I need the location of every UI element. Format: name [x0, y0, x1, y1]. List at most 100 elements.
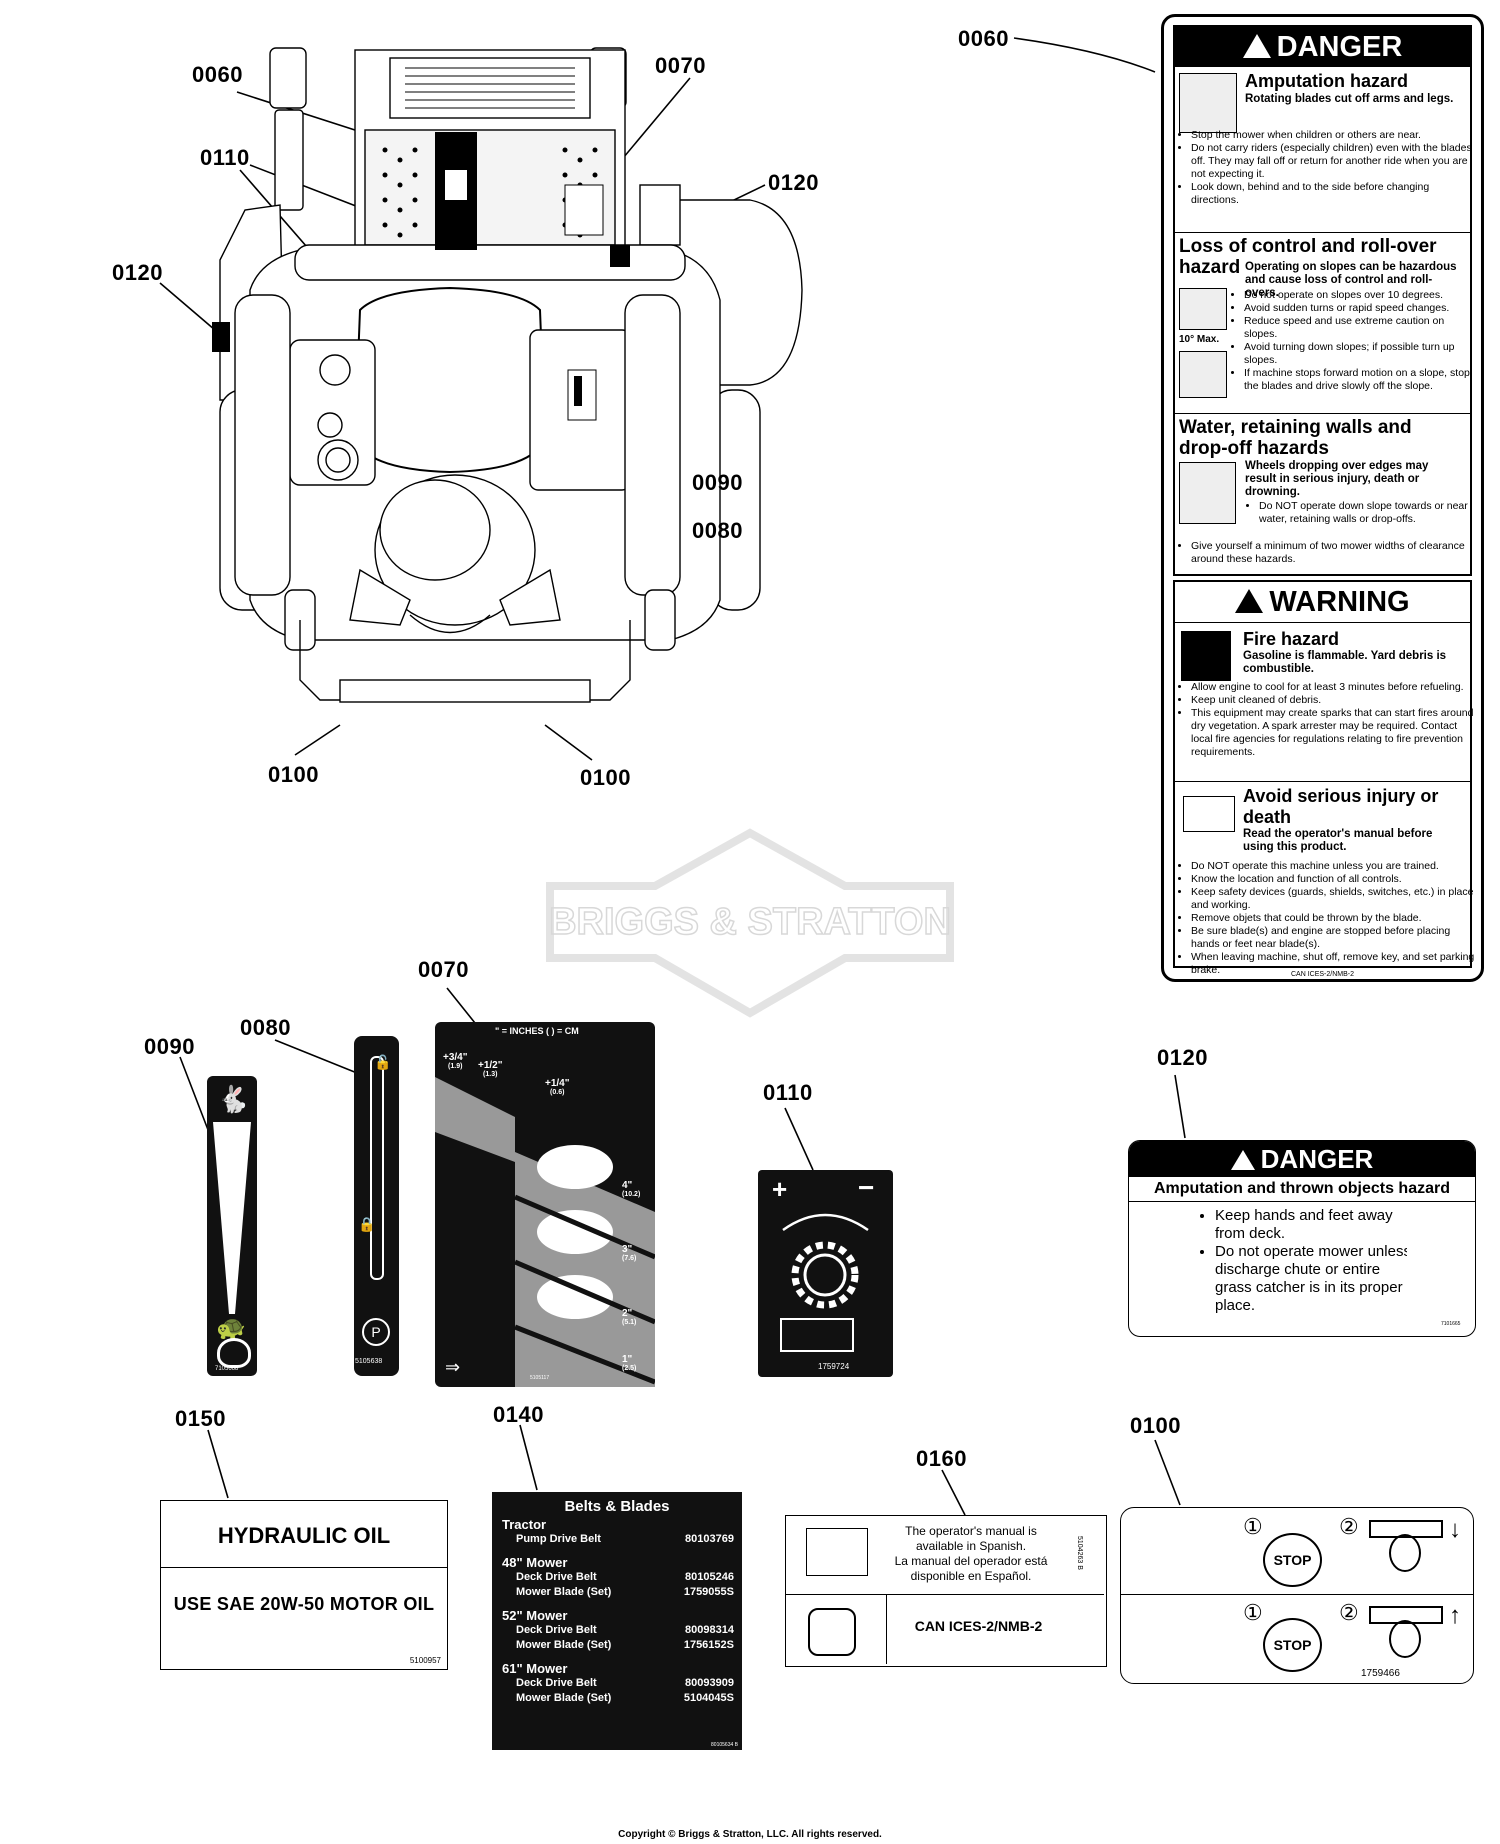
- section-heading: 52" Mower: [502, 1608, 568, 1623]
- brake-slot: [370, 1056, 384, 1280]
- part-number: 7105668: [215, 1366, 239, 1372]
- rcm-compliance-icon: [808, 1608, 856, 1656]
- adjuster-decal-0110: + − 1759724: [758, 1170, 893, 1377]
- briggs-stratton-watermark-logo: BRIGGS & STRATTON: [546, 828, 954, 1018]
- part-row: Mower Blade (Set) 1759055S: [502, 1585, 734, 1600]
- amputation-sub: Rotating blades cut off arms and legs.: [1245, 93, 1454, 105]
- minus-sign: −: [858, 1172, 875, 1203]
- part-number: 5105117: [530, 1375, 550, 1381]
- rider-blade-icon: [1179, 73, 1237, 133]
- parking-brake-icon: P: [362, 1318, 390, 1346]
- fire-hazard-bullets: Allow engine to cool for at least 3 minu…: [1177, 681, 1476, 759]
- part-row: Mower Blade (Set)5104045S: [502, 1691, 734, 1706]
- offset-mark-3: +1/4"(0.6): [545, 1078, 570, 1096]
- can-ices-footer: CAN ICES-2/NMB-2: [1291, 971, 1355, 978]
- callout-0120-right: 0120: [768, 170, 819, 195]
- part-name: Deck Drive Belt: [516, 1624, 597, 1636]
- spanish-manual-decal-0160: The operator's manual is available in Sp…: [785, 1515, 1107, 1667]
- step-one: ①: [1243, 1514, 1263, 1539]
- callout-0150-decal: 0150: [175, 1406, 226, 1431]
- danger-warning-decal-0060: DANGER Amputation hazard Rotating blades…: [1161, 14, 1484, 982]
- callout-0070-decal: 0070: [418, 957, 469, 982]
- rollover-icon: [1179, 351, 1227, 398]
- callout-0060: 0060: [192, 62, 243, 87]
- callout-0100-right: 0100: [580, 765, 631, 790]
- water-hazard-bullets: Do NOT operate down slope towards or nea…: [1245, 500, 1474, 526]
- warning-triangle-icon: [1230, 1150, 1255, 1170]
- throttle-decal-0090: 🐇 🐢 7105668: [207, 1076, 257, 1376]
- part-number: 1759466: [1361, 1668, 1400, 1679]
- lock-icon: 🔒: [358, 1216, 376, 1232]
- part-number: 80103769: [685, 1533, 734, 1545]
- height-1: 1"(2.5): [622, 1354, 637, 1372]
- callout-0070: 0070: [655, 53, 706, 78]
- danger-header: DANGER: [1276, 31, 1403, 63]
- part-number: 5104045S: [683, 1692, 734, 1704]
- callout-0080: 0080: [692, 518, 743, 543]
- choke-icon: [217, 1338, 251, 1368]
- part-row: Mower Blade (Set)1756152S: [502, 1638, 734, 1653]
- water-hazard-sub: Wheels dropping over edges may result in…: [1245, 460, 1429, 498]
- manual-wrench-icon: [780, 1318, 854, 1352]
- section-heading: 48" Mower: [502, 1555, 568, 1570]
- callout-0100-left: 0100: [268, 762, 319, 787]
- part-number: 7101665: [1441, 1321, 1461, 1327]
- rotate-gear-icon: [782, 1213, 869, 1309]
- avoid-injury-bullets: Do NOT operate this machine unless you a…: [1177, 860, 1476, 977]
- callout-0120-decal: 0120: [1157, 1045, 1208, 1070]
- pto-knob-up-icon: ↑: [1369, 1602, 1461, 1662]
- turtle-slow-icon: 🐢: [216, 1315, 246, 1342]
- speed-wedge: [213, 1122, 251, 1314]
- callout-0140-decal: 0140: [493, 1402, 544, 1427]
- callout-0120-left: 0120: [112, 260, 163, 285]
- callout-0090: 0090: [692, 470, 743, 495]
- parking-brake-decal-0080: 🔓 🔒 P 5105638: [354, 1036, 399, 1376]
- callout-0110: 0110: [200, 145, 250, 170]
- callout-0110-decal: 0110: [763, 1080, 813, 1105]
- callout-0160-decal: 0160: [916, 1446, 967, 1471]
- loss-control-bullets: Do not operate on slopes over 10 degrees…: [1230, 289, 1476, 393]
- part-number: 1759055S: [683, 1586, 734, 1598]
- step-one-b: ①: [1243, 1600, 1263, 1625]
- part-number: 5104263 B: [1076, 1536, 1083, 1570]
- part-number: 1759724: [818, 1362, 850, 1371]
- slope-max-label: 10° Max.: [1179, 334, 1220, 345]
- can-ices-label: CAN ICES-2/NMB-2: [914, 1618, 1043, 1634]
- avoid-injury-sub: Read the operator's manual before using …: [1243, 828, 1433, 853]
- fire-icon: [1181, 631, 1231, 681]
- part-number: 5105638: [355, 1358, 383, 1365]
- step-two-b: ②: [1339, 1600, 1359, 1625]
- watermark-text: BRIGGS & STRATTON: [549, 901, 951, 943]
- water-hazard-title: Water, retaining walls and drop-off haza…: [1179, 417, 1412, 459]
- mower-operator-icon: [1131, 1522, 1231, 1582]
- offset-mark-1: +3/4"(1.9): [443, 1052, 468, 1070]
- height-of-cut-graphic: [435, 1077, 655, 1387]
- title: Belts & Blades: [564, 1498, 670, 1515]
- bullets: Keep hands and feet away from deck. Do n…: [1201, 1207, 1415, 1315]
- danger-panel: DANGER Amputation hazard Rotating blades…: [1173, 25, 1472, 576]
- warning-panel: WARNING Fire hazard Gasoline is flammabl…: [1173, 580, 1474, 976]
- part-number: 1756152S: [683, 1639, 734, 1651]
- step-two: ②: [1339, 1514, 1359, 1539]
- manual-text: The operator's manual is available in Sp…: [894, 1524, 1048, 1583]
- callout-0080-decal: 0080: [240, 1015, 291, 1040]
- part-name: Mower Blade (Set): [516, 1586, 612, 1598]
- title: HYDRAULIC OIL: [217, 1523, 391, 1548]
- warning-triangle-icon: [1235, 589, 1264, 613]
- height-of-cut-decal-0070: " = INCHES ( ) = CM +3/4"(1.9) +1/2"(1.3…: [435, 1022, 655, 1387]
- copyright-footer: Copyright © Briggs & Stratton, LLC. All …: [618, 1829, 882, 1840]
- blade-engage-decal-0100: ① STOP ② ↓ ① STOP ② ↑ 1759466: [1120, 1507, 1474, 1684]
- callout-0090-decal: 0090: [144, 1034, 195, 1059]
- units-legend: " = INCHES ( ) = CM: [495, 1026, 579, 1036]
- section-heading: 61" Mower: [502, 1661, 568, 1676]
- lever-arrow-icon: ⇒: [445, 1357, 461, 1377]
- book-manual-icon: [1183, 796, 1235, 832]
- stop-icon: STOP: [1263, 1533, 1322, 1587]
